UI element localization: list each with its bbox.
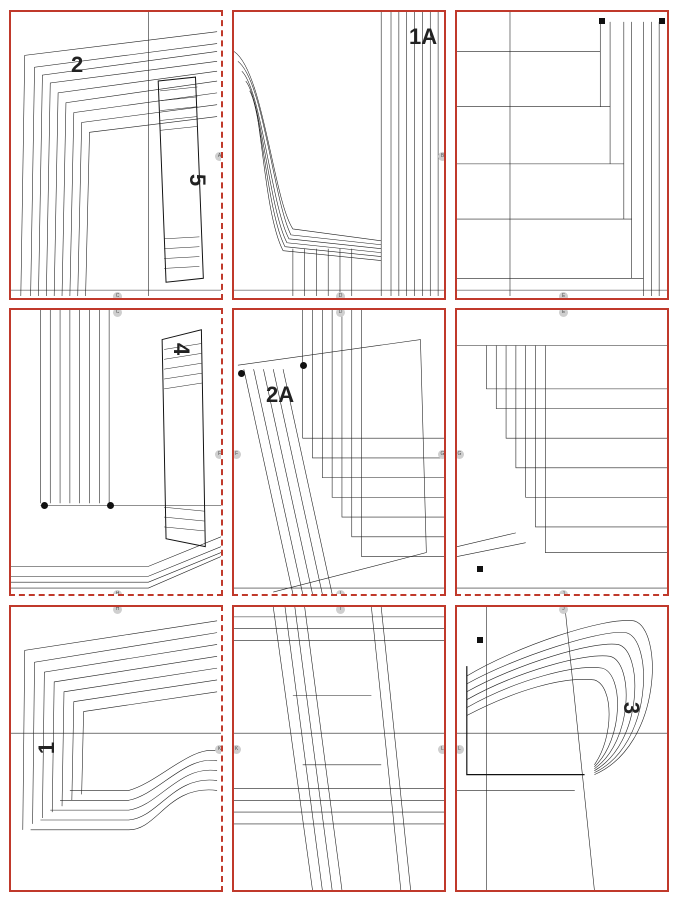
page-tile-3-2: I K L bbox=[232, 605, 446, 892]
marker-j: J bbox=[559, 590, 568, 594]
pattern-lines bbox=[234, 310, 444, 594]
page-tile-1-3: E bbox=[455, 10, 669, 300]
marker-c-lower: C bbox=[113, 310, 122, 317]
marker-f: F bbox=[215, 450, 221, 459]
marker-k: K bbox=[215, 745, 221, 754]
marker-e-lower: E bbox=[559, 310, 568, 317]
registration-square bbox=[477, 566, 483, 572]
marker-h: H bbox=[113, 590, 122, 594]
marker-j-lower: J bbox=[559, 607, 568, 614]
marker-a: A bbox=[215, 152, 221, 161]
grain-dot bbox=[41, 502, 48, 509]
pattern-lines bbox=[234, 12, 444, 297]
grain-dot bbox=[300, 362, 307, 369]
marker-k-left: K bbox=[234, 745, 241, 754]
marker-d: D bbox=[336, 292, 345, 298]
pattern-lines bbox=[457, 607, 667, 890]
page-tile-3-3: 3 J L bbox=[455, 605, 669, 892]
piece-number-1: 1 bbox=[34, 741, 60, 755]
page-tile-1-1: 2 5 A C bbox=[9, 10, 223, 300]
marker-i: I bbox=[336, 590, 345, 594]
piece-number-4: 4 bbox=[169, 342, 195, 356]
pattern-lines bbox=[11, 310, 221, 589]
marker-e: E bbox=[559, 292, 568, 298]
grain-dot bbox=[238, 370, 245, 377]
marker-c: C bbox=[113, 292, 122, 298]
registration-square bbox=[477, 637, 483, 643]
pattern-lines bbox=[234, 607, 444, 890]
registration-square bbox=[599, 18, 605, 24]
page-tile-1-2: 1A B D bbox=[232, 10, 446, 300]
page-tile-3-1: 1 H K bbox=[9, 605, 223, 892]
piece-number-2: 2 bbox=[71, 52, 84, 77]
marker-h-lower: H bbox=[113, 607, 122, 614]
piece-number-2a: 2A bbox=[266, 382, 295, 407]
marker-b: B bbox=[438, 152, 444, 161]
pattern-lines bbox=[11, 620, 221, 831]
piece-number-5: 5 bbox=[185, 173, 211, 187]
marker-f-left: F bbox=[234, 450, 241, 459]
marker-g-left: G bbox=[457, 450, 464, 459]
marker-i-lower: I bbox=[336, 607, 345, 614]
marker-l-left: L bbox=[457, 745, 464, 754]
page-tile-2-2: 2A D F G I bbox=[232, 308, 446, 596]
piece-number-3: 3 bbox=[619, 701, 645, 715]
marker-d-lower: D bbox=[336, 310, 345, 317]
pattern-lines bbox=[11, 12, 221, 297]
marker-g: G bbox=[438, 450, 444, 459]
registration-square bbox=[659, 18, 665, 24]
pattern-lines bbox=[457, 345, 667, 589]
page-tile-2-3: E G J bbox=[455, 308, 669, 596]
marker-l: L bbox=[438, 745, 444, 754]
grain-dot bbox=[107, 502, 114, 509]
page-tile-2-1: 4 C F H bbox=[9, 308, 223, 596]
piece-number-1a: 1A bbox=[409, 24, 438, 49]
pattern-lines bbox=[457, 12, 667, 297]
